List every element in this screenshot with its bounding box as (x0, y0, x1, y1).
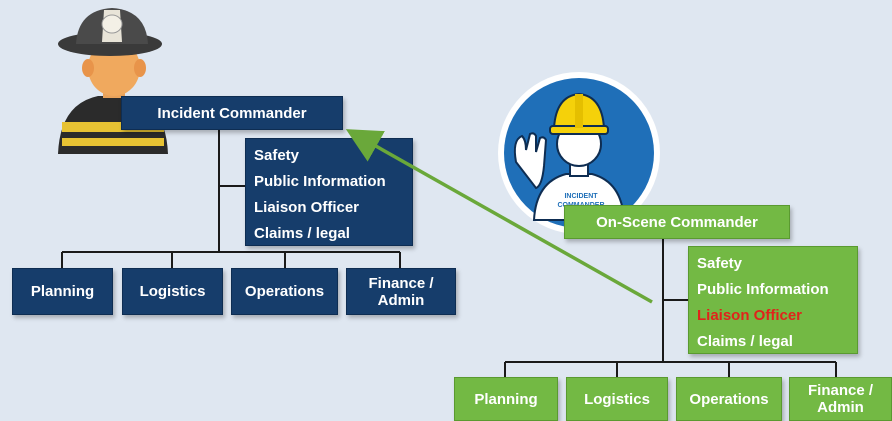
right-section-finance-admin: Finance / Admin (789, 377, 892, 421)
right-staff-public-information: Public Information (697, 281, 829, 298)
right-section-planning: Planning (454, 377, 558, 421)
incident-commander-box: Incident Commander (121, 96, 343, 130)
on-scene-commander-box: On-Scene Commander (564, 205, 790, 239)
left-section-planning: Planning (12, 268, 113, 315)
right-section-operations-label: Operations (689, 390, 769, 408)
left-section-operations: Operations (231, 268, 338, 315)
right-section-finance-admin-label: Finance / Admin (807, 382, 874, 416)
left-section-operations-label: Operations (244, 283, 325, 300)
left-section-planning-label: Planning (30, 283, 95, 300)
right-section-logistics-label: Logistics (584, 390, 650, 408)
left-staff-claims-legal: Claims / legal (254, 225, 350, 242)
left-section-finance-admin-label: Finance / Admin (368, 274, 434, 309)
right-staff-liaison-officer: Liaison Officer (697, 307, 803, 324)
on-scene-commander-label: On-Scene Commander (596, 213, 758, 231)
firefighter-icon (58, 8, 168, 154)
left-staff-list: Safety Public Information Liaison Office… (245, 138, 413, 246)
left-staff-liaison-officer: Liaison Officer (254, 199, 360, 216)
svg-text:INCIDENT: INCIDENT (564, 193, 598, 200)
right-section-logistics: Logistics (566, 377, 668, 421)
left-section-logistics: Logistics (122, 268, 223, 315)
right-staff-claims-legal: Claims / legal (697, 333, 793, 350)
left-staff-public-information: Public Information (254, 173, 386, 190)
right-staff-safety: Safety (697, 255, 743, 272)
incident-commander-label: Incident Commander (157, 104, 307, 122)
right-section-operations: Operations (676, 377, 782, 421)
right-staff-list: Safety Public Information Liaison Office… (688, 246, 858, 354)
right-section-planning-label: Planning (474, 390, 538, 408)
left-staff-safety: Safety (254, 147, 300, 164)
left-section-logistics-label: Logistics (139, 283, 206, 300)
left-section-finance-admin: Finance / Admin (346, 268, 456, 315)
